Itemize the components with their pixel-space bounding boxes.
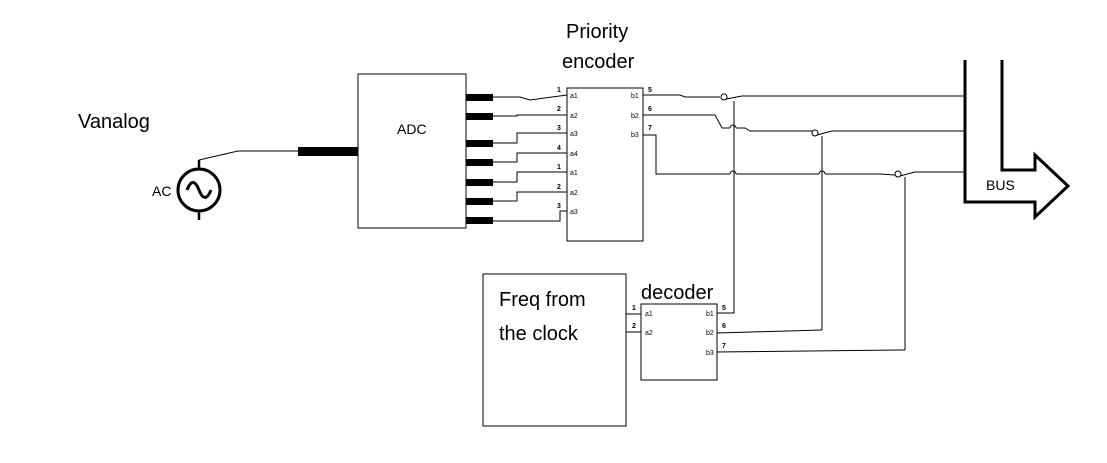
svg-text:b3: b3 [631, 132, 639, 139]
clock-label-line1: Freq from [499, 289, 586, 311]
svg-text:2: 2 [557, 106, 561, 113]
svg-text:6: 6 [648, 106, 652, 113]
encoder-output-wires [643, 94, 896, 176]
bus-arrow [963, 60, 1071, 221]
svg-text:a1: a1 [570, 93, 578, 100]
decoder-title: decoder [641, 282, 714, 304]
svg-text:6: 6 [722, 323, 726, 330]
svg-text:7: 7 [722, 343, 726, 350]
encoder-title-line1: Priority [566, 21, 628, 43]
clock-decoder-wires [626, 313, 641, 333]
svg-text:b2: b2 [706, 330, 714, 337]
svg-text:2: 2 [557, 184, 561, 191]
bus-switch-1 [720, 93, 965, 310]
svg-text:2: 2 [632, 323, 636, 330]
encoder-output-pins: b1 5 b2 6 b3 7 [631, 87, 652, 139]
clock-label-line2: the clock [499, 323, 579, 345]
svg-text:a2: a2 [645, 330, 653, 337]
bus-label: BUS [986, 177, 1015, 193]
svg-text:b2: b2 [631, 113, 639, 120]
priority-encoder-box [566, 87, 644, 242]
adc-box [357, 73, 467, 229]
adc-label: ADC [397, 121, 427, 137]
encoder-title-line2: encoder [562, 51, 635, 73]
svg-text:5: 5 [648, 87, 652, 94]
decoder-output-pins: b1 5 b2 6 b3 7 [706, 305, 726, 357]
adc-input-terminal [298, 147, 358, 156]
svg-text:5: 5 [722, 305, 726, 312]
bus-switch-2 [811, 129, 965, 330]
svg-text:a3: a3 [570, 131, 578, 138]
svg-text:a4: a4 [570, 151, 578, 158]
clock-box [482, 273, 627, 427]
ac-label: AC [152, 183, 171, 199]
svg-text:3: 3 [557, 203, 561, 210]
adc-encoder-wires [493, 94, 568, 222]
svg-text:1: 1 [632, 305, 636, 312]
svg-text:b3: b3 [706, 350, 714, 357]
svg-text:1: 1 [557, 164, 561, 171]
adc-output-terminals [466, 94, 493, 224]
svg-text:4: 4 [557, 145, 561, 152]
svg-text:a3: a3 [570, 209, 578, 216]
svg-text:a2: a2 [570, 190, 578, 197]
bus-switch-3 [894, 170, 965, 350]
decoder-box [640, 303, 718, 381]
svg-text:1: 1 [557, 87, 561, 94]
decoder-input-pins: 1 a1 2 a2 [632, 305, 653, 337]
svg-text:b1: b1 [631, 93, 639, 100]
encoder-input-pins: 1 a1 2 a2 3 a3 4 a4 1 a1 2 a2 3 a3 [557, 87, 578, 216]
ac-source [176, 160, 222, 220]
svg-text:3: 3 [557, 125, 561, 132]
svg-text:a1: a1 [645, 311, 653, 318]
svg-text:b1: b1 [706, 311, 714, 318]
svg-text:a2: a2 [570, 113, 578, 120]
svg-text:a1: a1 [570, 170, 578, 177]
ac-output-wire [198, 150, 300, 161]
decoder-output-wires [716, 310, 906, 353]
vanalog-label: Vanalog [78, 111, 150, 133]
svg-text:7: 7 [648, 125, 652, 132]
